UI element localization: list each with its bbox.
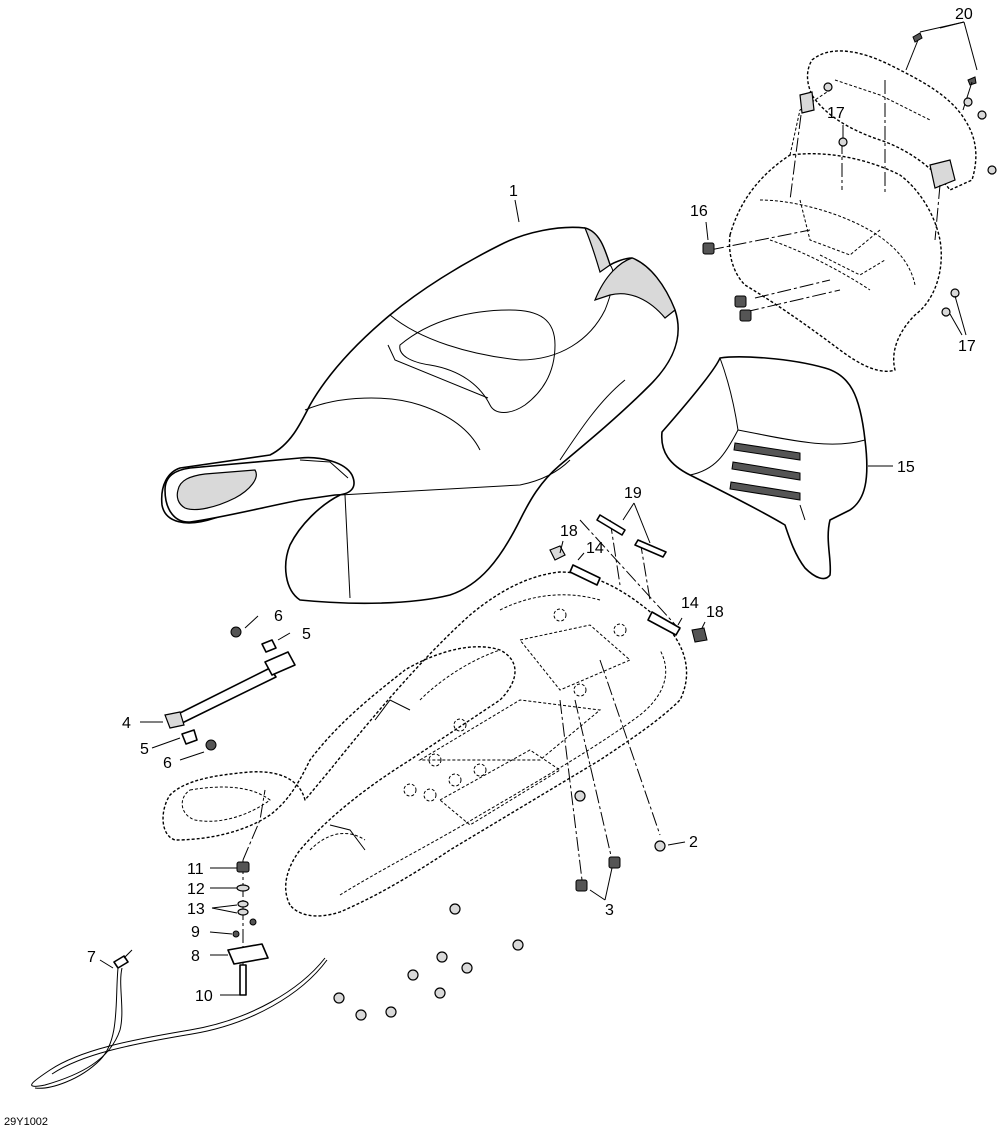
gas-spring-assembly <box>140 615 296 761</box>
callout-13: 13 <box>187 901 205 918</box>
hinge-hardware <box>549 502 708 643</box>
callout-20: 20 <box>955 6 973 23</box>
callout-11: 11 <box>187 861 204 878</box>
callout-5b: 5 <box>140 741 149 758</box>
callout-12: 12 <box>187 881 205 898</box>
callout-19: 19 <box>624 485 642 502</box>
callout-6b: 6 <box>163 755 172 772</box>
callout-10: 10 <box>195 988 213 1005</box>
callout-2: 2 <box>689 834 698 851</box>
storage-bin <box>702 21 997 372</box>
callout-17a: 17 <box>827 105 845 122</box>
callout-14b: 14 <box>681 595 699 612</box>
callout-15: 15 <box>897 459 915 476</box>
callout-7: 7 <box>87 949 96 966</box>
callout-16: 16 <box>690 203 708 220</box>
callout-14a: 14 <box>586 540 604 557</box>
callout-18b: 18 <box>706 604 724 621</box>
callout-labels: 1 2 3 4 5 5 6 6 7 8 9 10 11 12 13 14 14 … <box>4 6 976 1128</box>
callout-3: 3 <box>605 902 614 919</box>
seat-base <box>162 519 688 917</box>
bumper-pads <box>333 790 686 1021</box>
figure-id: 29Y1002 <box>4 1116 48 1128</box>
callout-9: 9 <box>191 924 200 941</box>
callout-18a: 18 <box>560 523 578 540</box>
callout-6a: 6 <box>274 608 283 625</box>
callout-4: 4 <box>122 715 131 732</box>
release-cable <box>31 949 328 1089</box>
callout-17b: 17 <box>958 338 976 355</box>
backrest <box>661 356 893 580</box>
callout-5a: 5 <box>302 626 311 643</box>
latch-assembly <box>209 789 269 996</box>
callout-1: 1 <box>509 183 518 200</box>
seat-cover <box>160 199 679 605</box>
callout-8: 8 <box>191 948 200 965</box>
